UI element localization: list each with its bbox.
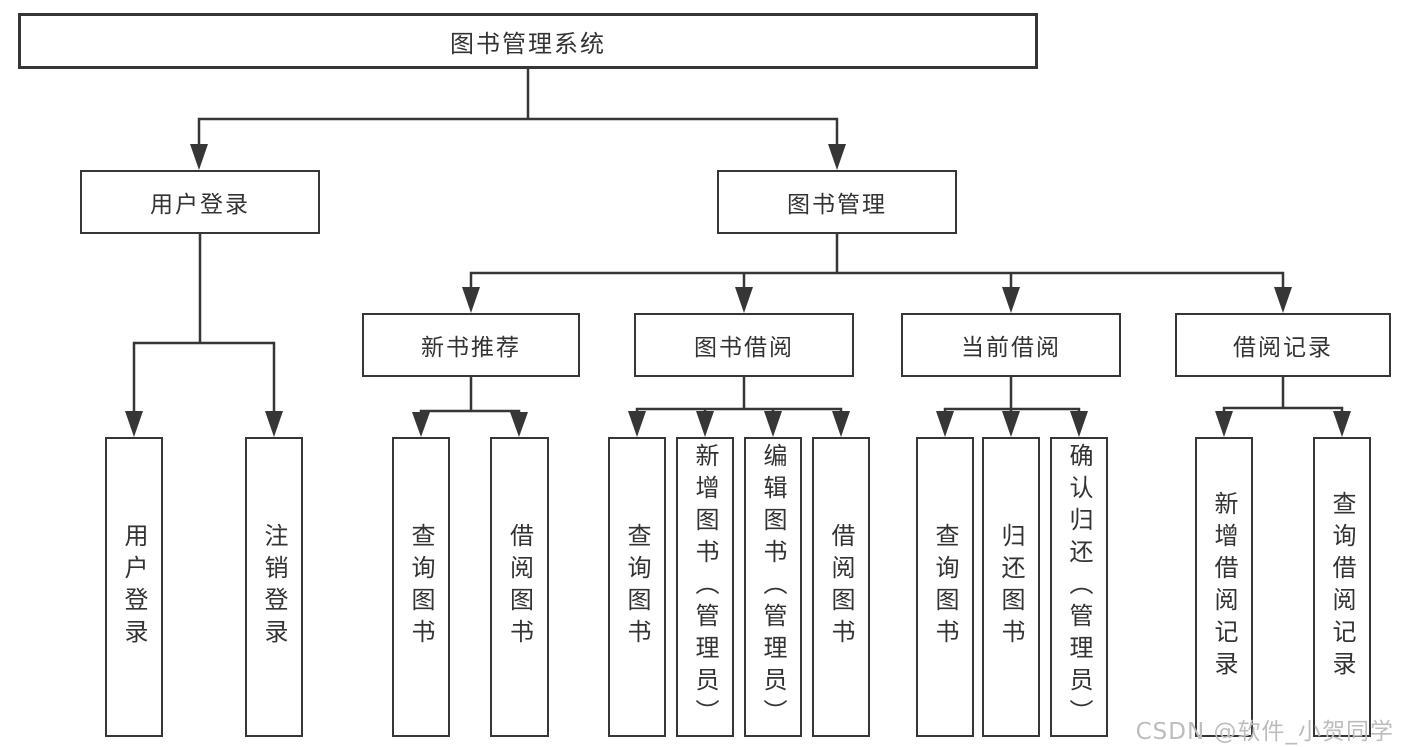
node-label: 图书借阅 xyxy=(694,335,794,361)
leaf-return-book: 归还图书 xyxy=(982,437,1040,737)
leaf-borrow-books-under-borrowing: 借阅图书 xyxy=(812,437,870,737)
leaf-add-borrow-record: 新增借阅记录 xyxy=(1195,437,1253,737)
node-label: 图书管理 xyxy=(787,192,887,218)
leaf-borrow-books-under-recommendation: 借阅图书 xyxy=(490,437,549,737)
connector-book-borrowing-branch xyxy=(628,375,850,437)
node-label: 查询图书 xyxy=(407,523,435,651)
node-label: 注销登录 xyxy=(260,523,288,651)
node-label: 当前借阅 xyxy=(961,335,1061,361)
node-label: 借阅图书 xyxy=(505,523,534,651)
node-label: 确认归还（管理员） xyxy=(1065,443,1093,731)
leaf-edit-book-admin: 编辑图书（管理员） xyxy=(744,437,802,737)
node-label: 查询图书 xyxy=(623,523,651,651)
node-label: 用户登录 xyxy=(120,523,148,651)
leaf-query-books-under-borrowing: 查询图书 xyxy=(608,437,666,737)
node-library-management-system: 图书管理系统 xyxy=(18,13,1038,69)
node-book-borrowing: 图书借阅 xyxy=(634,313,854,377)
node-current-borrowing: 当前借阅 xyxy=(901,313,1121,377)
node-new-book-recommendation: 新书推荐 xyxy=(362,313,580,377)
leaf-logout: 注销登录 xyxy=(245,437,303,737)
node-label: 借阅记录 xyxy=(1233,335,1333,361)
leaf-query-borrow-record: 查询借阅记录 xyxy=(1313,437,1371,737)
node-label: 归还图书 xyxy=(997,523,1025,651)
node-label: 新增图书（管理员） xyxy=(691,443,719,731)
connector-user-login-branch xyxy=(125,232,283,437)
node-label: 新增借阅记录 xyxy=(1210,491,1238,683)
leaf-query-books-under-current: 查询图书 xyxy=(916,437,974,737)
connector-current-borrowing-branch xyxy=(936,375,1088,437)
node-book-management: 图书管理 xyxy=(717,170,957,234)
leaf-add-book-admin: 新增图书（管理员） xyxy=(676,437,734,737)
connector-book-management-branch xyxy=(462,232,1292,313)
node-label: 图书管理系统 xyxy=(450,29,606,58)
connector-borrowing-records-branch xyxy=(1215,375,1351,437)
leaf-user-login: 用户登录 xyxy=(105,437,163,737)
node-label: 编辑图书（管理员） xyxy=(759,443,787,731)
node-label: 用户登录 xyxy=(150,192,250,218)
connector-new-book-recommendation-branch xyxy=(412,375,528,437)
node-label: 查询借阅记录 xyxy=(1328,491,1356,683)
node-borrowing-records: 借阅记录 xyxy=(1175,313,1391,377)
node-label: 借阅图书 xyxy=(827,523,855,651)
leaf-query-books-under-recommendation: 查询图书 xyxy=(392,437,450,737)
node-user-login-group: 用户登录 xyxy=(80,170,320,234)
leaf-confirm-return-admin: 确认归还（管理员） xyxy=(1050,437,1108,737)
node-label: 查询图书 xyxy=(931,523,959,651)
node-label: 新书推荐 xyxy=(421,335,521,361)
connector-root-to-level2 xyxy=(190,67,846,170)
